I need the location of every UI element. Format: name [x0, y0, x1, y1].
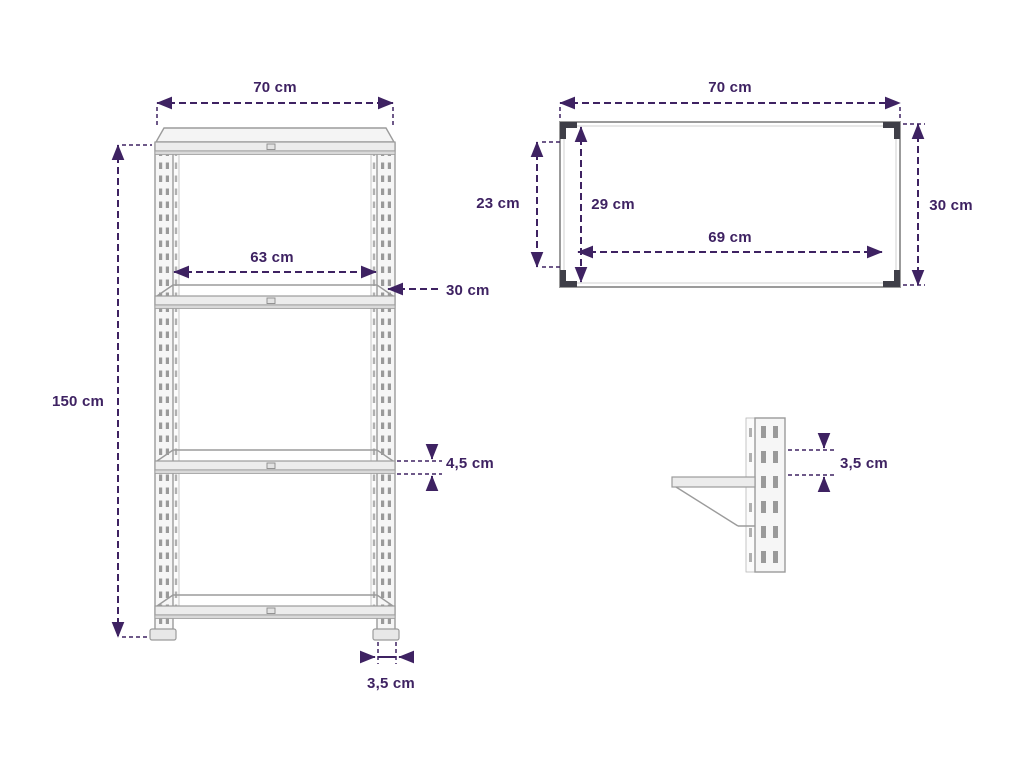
shelf-1 — [154, 127, 396, 155]
dim-top-inner-width-label: 69 cm — [708, 229, 752, 246]
dim-detail-slot-pitch-label: 3,5 cm — [840, 455, 888, 472]
shelf-clip — [266, 462, 276, 469]
dim-front-height: 150 cm — [52, 144, 152, 638]
shelf-4 — [154, 594, 396, 619]
corner-post-top-right — [883, 122, 900, 139]
dim-top-inner-clearance-label: 23 cm — [476, 195, 520, 212]
front-view-structure — [149, 127, 400, 641]
front-view: 70 cm 150 cm 63 cm 30 cm — [52, 79, 494, 692]
top-view-structure — [559, 121, 901, 288]
dim-top-depth-label: 30 cm — [929, 197, 973, 214]
dim-top-inner-width: 69 cm — [577, 229, 883, 259]
detail-shelf-edge — [671, 476, 756, 488]
dim-front-depth: 30 cm — [387, 282, 490, 299]
dim-front-post-width: 3,5 cm — [359, 642, 415, 692]
dim-top-width-label: 70 cm — [708, 79, 752, 96]
shelf-panel-top-view — [559, 121, 901, 288]
corner-post-top-left — [560, 122, 577, 139]
dim-front-post-width-label: 3,5 cm — [367, 675, 415, 692]
corner-post-bottom-right — [883, 270, 900, 287]
detail-structure — [671, 417, 786, 573]
detail-view: 3,5 cm — [671, 417, 888, 573]
dim-top-inner-clearance: 23 cm — [476, 141, 562, 268]
top-view: 70 cm 23 cm 29 cm 69 cm — [476, 79, 973, 288]
shelf-clip — [266, 297, 276, 304]
dim-top-width: 70 cm — [559, 79, 901, 118]
shelf-clip — [266, 607, 276, 614]
dim-front-height-label: 150 cm — [52, 393, 104, 410]
dim-front-width-label: 70 cm — [253, 79, 297, 96]
dim-detail-slot-pitch: 3,5 cm — [788, 432, 888, 493]
dim-top-inner-depth: 29 cm — [574, 126, 635, 283]
dim-front-inner-width-label: 63 cm — [250, 249, 294, 266]
dim-front-width: 70 cm — [156, 79, 394, 126]
dim-front-depth-label: 30 cm — [446, 282, 490, 299]
shelf-3 — [154, 449, 396, 474]
dim-top-inner-depth-label: 29 cm — [591, 196, 635, 213]
right-foot — [372, 628, 400, 641]
shelf-clip — [266, 143, 276, 150]
corner-post-bottom-left — [560, 270, 577, 287]
shelf-2 — [154, 284, 396, 309]
dim-front-shelf-edge: 4,5 cm — [397, 443, 494, 492]
left-foot — [149, 628, 177, 641]
dim-top-depth: 30 cm — [903, 123, 973, 286]
dim-front-shelf-edge-label: 4,5 cm — [446, 455, 494, 472]
dim-front-inner-width: 63 cm — [173, 249, 377, 279]
